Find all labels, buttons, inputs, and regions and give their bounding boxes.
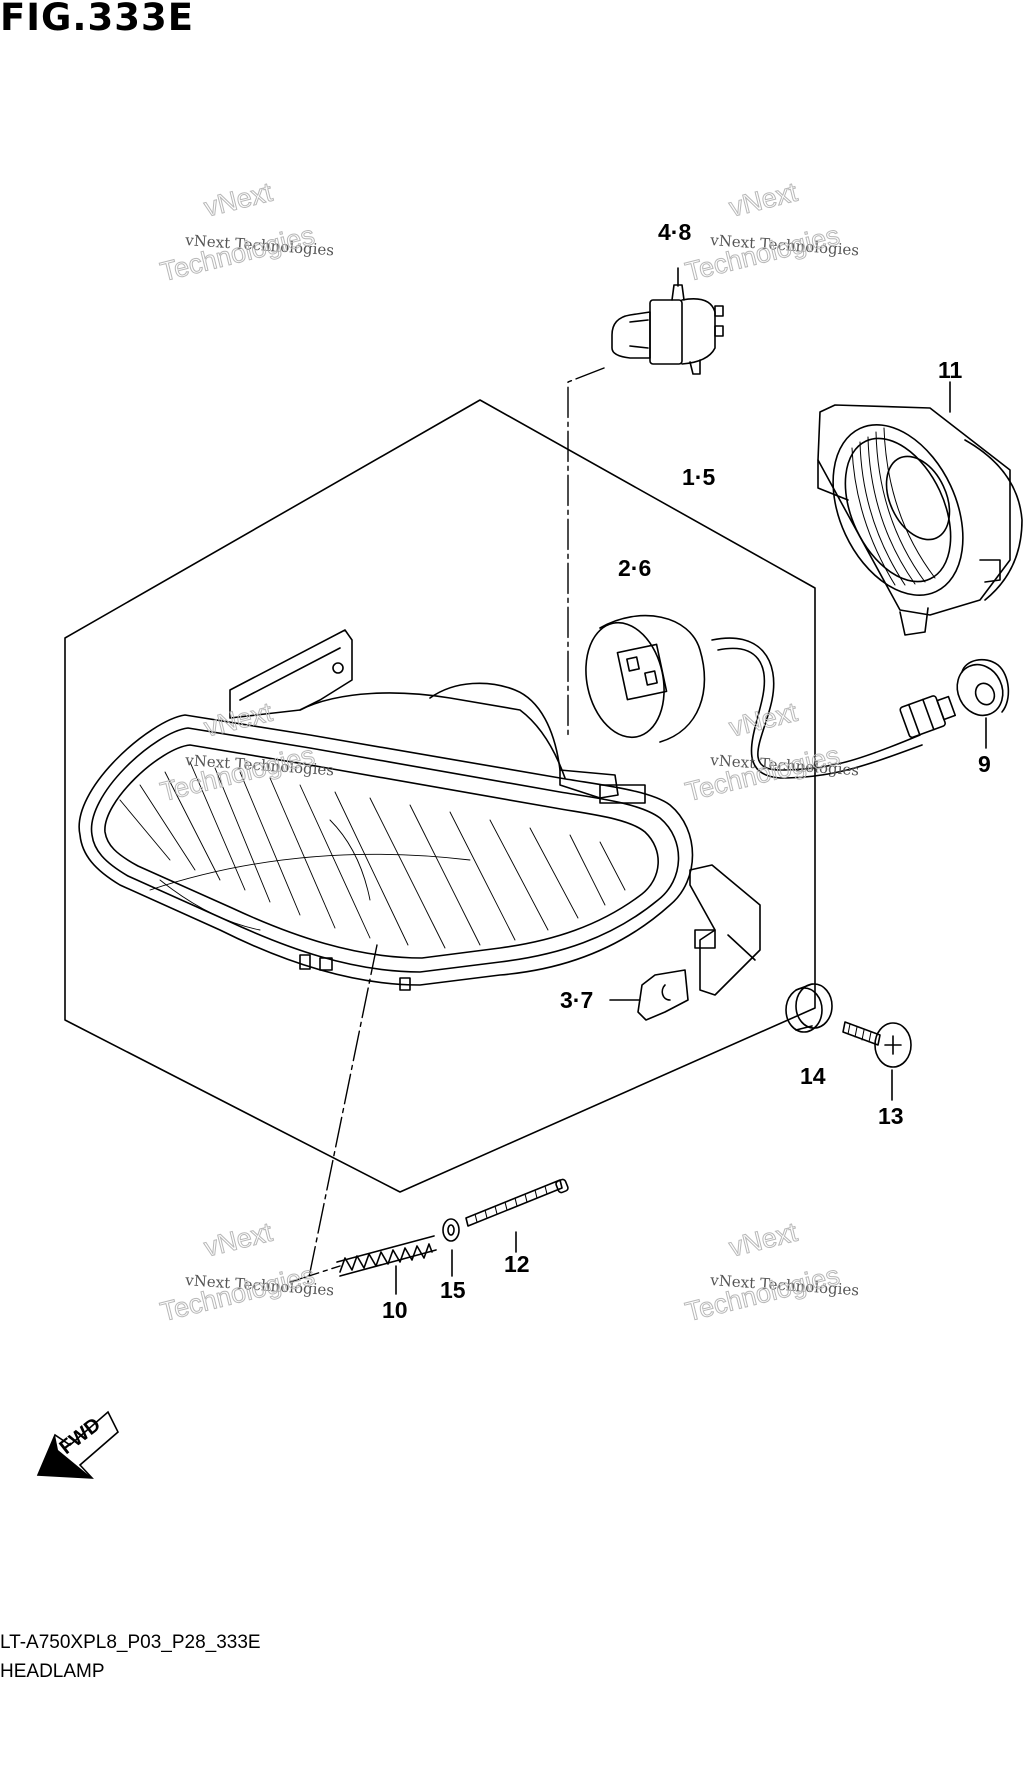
figure-code: LT-A750XPL8_P03_P28_333E	[0, 1632, 261, 1653]
svg-text:Technologies: Technologies	[682, 1260, 842, 1327]
washer	[442, 1218, 460, 1242]
grommet	[956, 658, 1010, 717]
svg-text:Technologies: Technologies	[682, 220, 842, 287]
cushion	[785, 983, 833, 1033]
svg-text:Technologies: Technologies	[157, 740, 317, 807]
callout-10: 10	[382, 1297, 408, 1323]
callout-2-6: 2·6	[618, 555, 651, 581]
callout-11: 11	[938, 357, 963, 383]
callout-12: 12	[504, 1251, 530, 1277]
figure-title: FIG.333E	[0, 0, 194, 39]
svg-text:vNext: vNext	[201, 1217, 276, 1263]
figure-name: HEADLAMP	[0, 1661, 105, 1682]
callout-9: 9	[978, 751, 991, 777]
callout-3-7: 3·7	[560, 987, 593, 1013]
callout-14: 14	[800, 1063, 826, 1089]
headlamp-housing	[78, 629, 761, 996]
svg-text:vNext: vNext	[726, 697, 801, 743]
socket-harness	[585, 614, 957, 779]
clip-nut	[609, 969, 689, 1021]
screw	[842, 1021, 912, 1068]
bulb	[611, 284, 724, 375]
svg-text:vNext: vNext	[201, 177, 276, 223]
callout-1-5: 1·5	[682, 464, 715, 490]
assembly-boundary	[64, 399, 816, 1193]
callout-15: 15	[440, 1277, 466, 1303]
callout-4-8: 4·8	[658, 219, 691, 245]
fwd-arrow-icon: FWD	[36, 1410, 119, 1479]
adjusting-bolt	[465, 1178, 569, 1227]
svg-text:vNext: vNext	[726, 177, 801, 223]
socket-ring	[817, 404, 1023, 636]
svg-text:vNext: vNext	[726, 1217, 801, 1263]
callout-13: 13	[878, 1103, 904, 1129]
watermark: vNext Technologies vNext Technologies vN…	[157, 176, 860, 1327]
svg-text:Technologies: Technologies	[157, 220, 317, 287]
svg-text:Technologies: Technologies	[682, 740, 842, 807]
leader-lines	[289, 367, 605, 1283]
spring	[336, 1235, 437, 1277]
svg-text:Technologies: Technologies	[157, 1260, 317, 1327]
